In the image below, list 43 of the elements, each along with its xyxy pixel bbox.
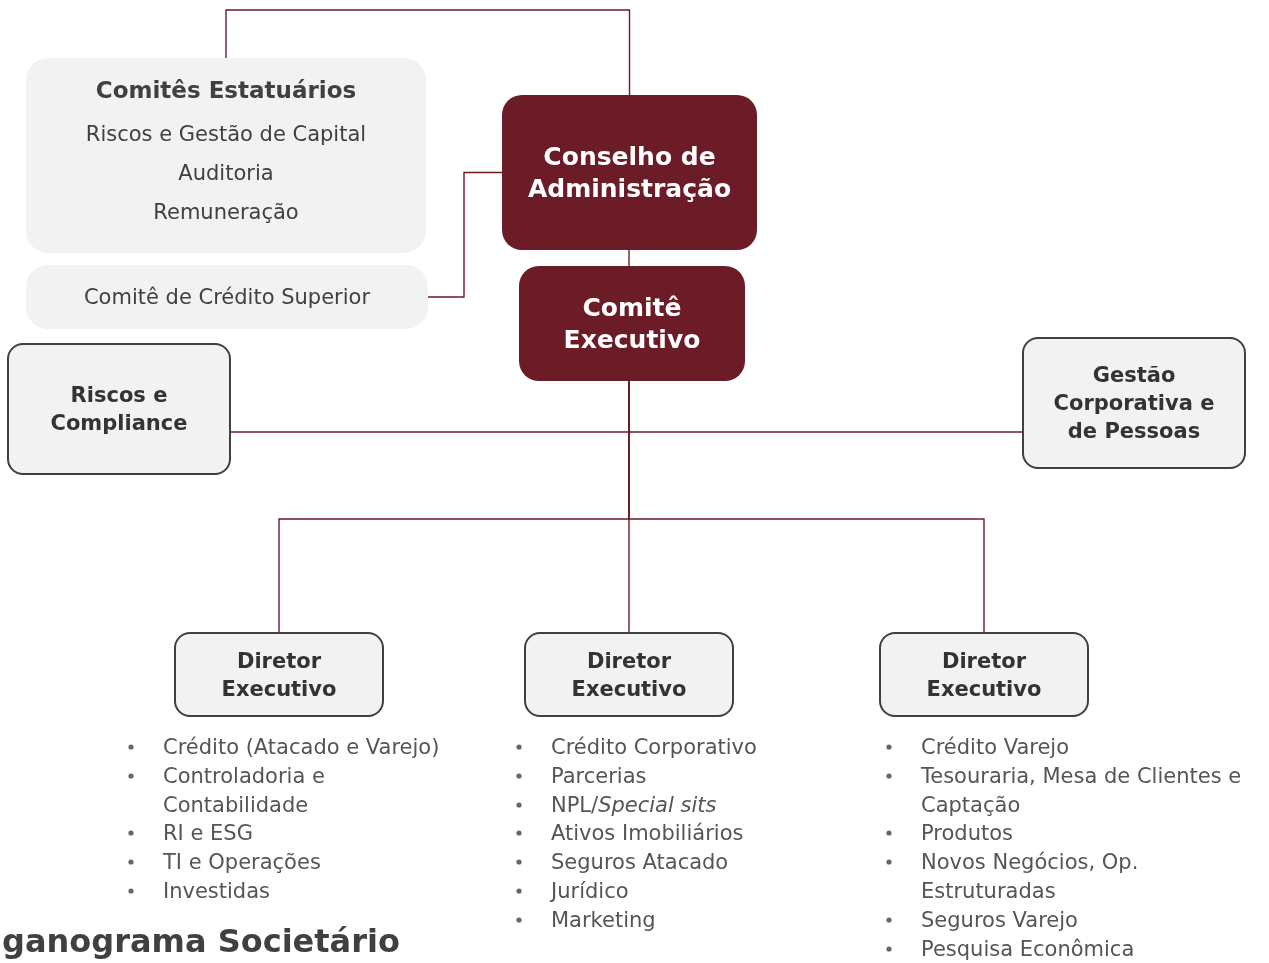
role-box [7, 343, 231, 475]
node-label: Riscos e Compliance [49, 382, 189, 437]
node-label: Gestão Corporativa e de Pessoas [1052, 362, 1216, 445]
bullet-item: Seguros Varejo [883, 905, 1266, 935]
bullet-item: TI e Operações [125, 848, 470, 877]
connector-line [427, 171, 503, 298]
bullet-item: NPL/Special sits [513, 790, 843, 820]
bullet-item: Tesouraria, Mesa de Clientes e Captação [883, 761, 1266, 820]
highlight-box [502, 95, 757, 250]
committee-name: Riscos e Gestão de Capital [85, 122, 367, 146]
committee-panel [26, 58, 426, 253]
committee-panel [26, 265, 428, 329]
role-box [1022, 337, 1246, 469]
connector-line [628, 249, 630, 267]
bullet-item: Crédito Corporativo [513, 733, 843, 762]
bullet-item: Ativos Imobiliários [513, 819, 843, 849]
node-label: Comitê de Crédito Superior [83, 285, 371, 309]
role-box [879, 632, 1089, 717]
bullet-item: Jurídico [513, 877, 843, 906]
bullet-item: Controladoria e Contabilidade [125, 761, 470, 820]
node-label: Diretor Executivo [570, 647, 688, 703]
bullet-item: Produtos [883, 819, 1266, 849]
bullet-item: Crédito Varejo [883, 733, 1266, 762]
bullet-item: Investidas [125, 877, 470, 906]
role-box [174, 632, 384, 717]
bullet-item: Parcerias [513, 761, 843, 791]
node-label: Comitê Executivo [562, 291, 702, 356]
committee-name: Remuneração [153, 200, 299, 224]
node-label: Diretor Executivo [925, 647, 1043, 703]
bullet-item: Pesquisa Econômica [883, 934, 1266, 963]
role-box [524, 632, 734, 717]
bullet-item: RI e ESG [125, 819, 470, 849]
node-label: Conselho de Administração [526, 140, 733, 205]
bullet-item: Novos Negócios, Op. Estruturadas [883, 848, 1266, 906]
connector-line [225, 9, 631, 96]
bullet-item: Crédito (Atacado e Varejo) [125, 733, 470, 762]
page-title: ganograma Societário [2, 922, 400, 960]
committee-name: Auditoria [178, 161, 274, 185]
node-label: Diretor Executivo [220, 647, 338, 703]
bullet-item: Marketing [513, 905, 843, 935]
highlight-box [519, 266, 745, 381]
bullet-item: Seguros Atacado [513, 848, 843, 877]
panel-heading: Comitês Estatuários [95, 77, 357, 103]
